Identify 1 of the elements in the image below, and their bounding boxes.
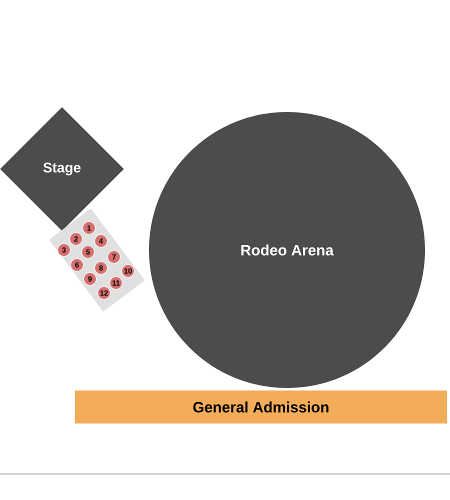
general-admission-bar: General Admission <box>75 390 447 424</box>
